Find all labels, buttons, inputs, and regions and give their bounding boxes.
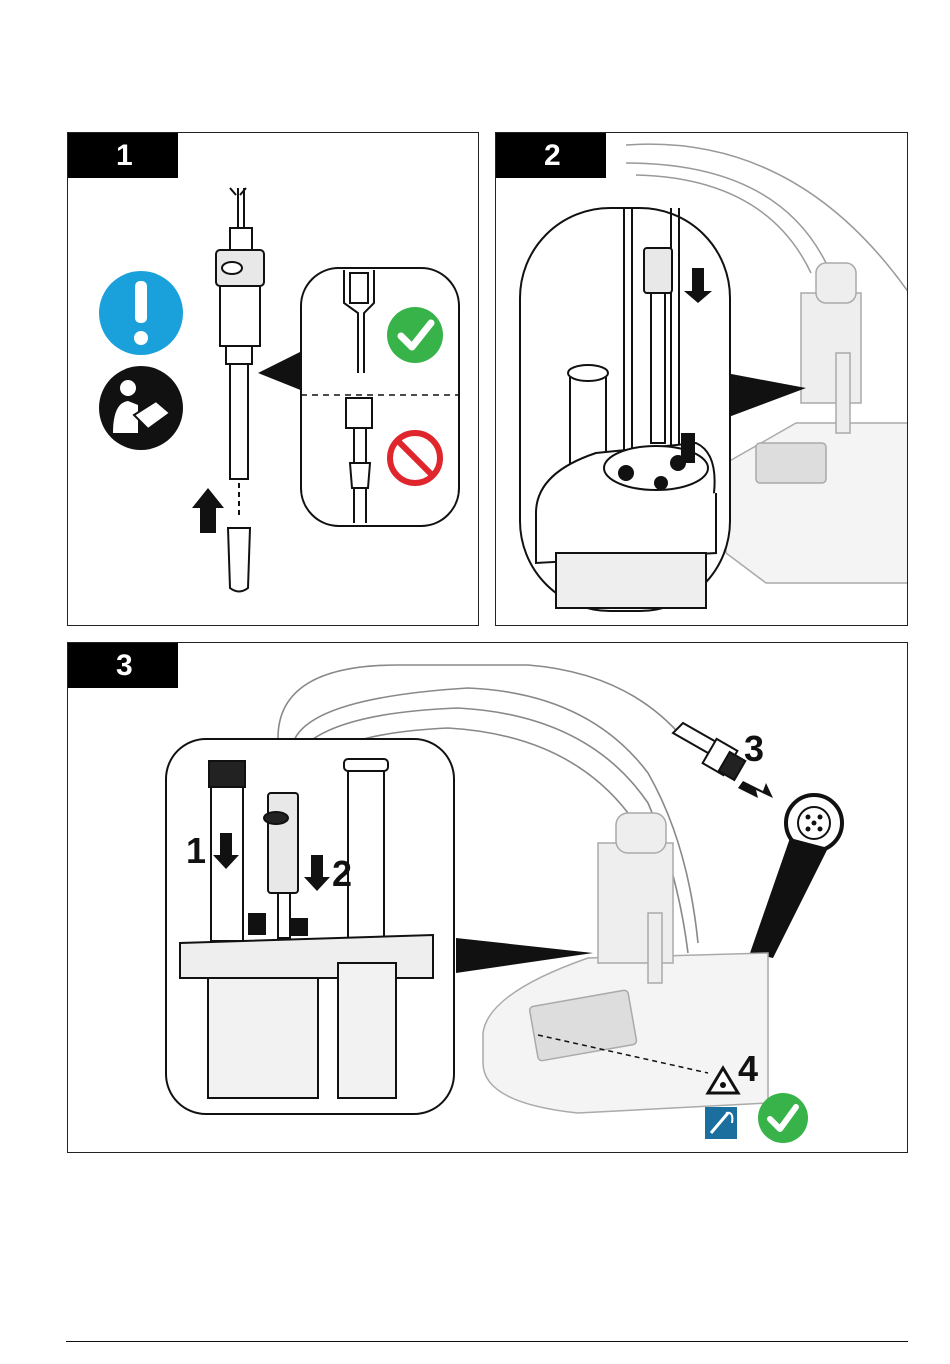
step-2-illustration	[496, 133, 908, 626]
inset-frame: 1 2	[166, 739, 454, 1114]
connector-closeup	[750, 795, 842, 958]
step-1-illustration	[68, 133, 479, 626]
inset-frame	[520, 208, 730, 611]
sensor-connector	[673, 723, 745, 780]
arrow-3-icon	[738, 781, 773, 798]
read-manual-icon	[99, 366, 183, 450]
step-3-illustration: 3	[68, 643, 908, 1153]
green-check-icon	[387, 307, 443, 363]
exclamation-circle-icon	[99, 271, 183, 355]
callout-1: 1	[186, 830, 206, 871]
inset-frame	[301, 268, 459, 526]
footer-rule	[66, 1341, 908, 1342]
electrode-drawing	[216, 188, 264, 592]
step-2-panel: 2	[495, 132, 908, 626]
callout-2: 2	[332, 853, 352, 894]
callout-3: 3	[744, 728, 764, 769]
step-1-panel: 1	[67, 132, 479, 626]
step-3-panel: 3 3	[67, 642, 908, 1153]
up-arrow-icon	[192, 488, 224, 533]
electrode-symbol-icon	[705, 1107, 737, 1139]
green-check-icon	[758, 1093, 808, 1143]
red-prohibited-icon	[390, 433, 440, 483]
callout-4: 4	[738, 1048, 758, 1089]
